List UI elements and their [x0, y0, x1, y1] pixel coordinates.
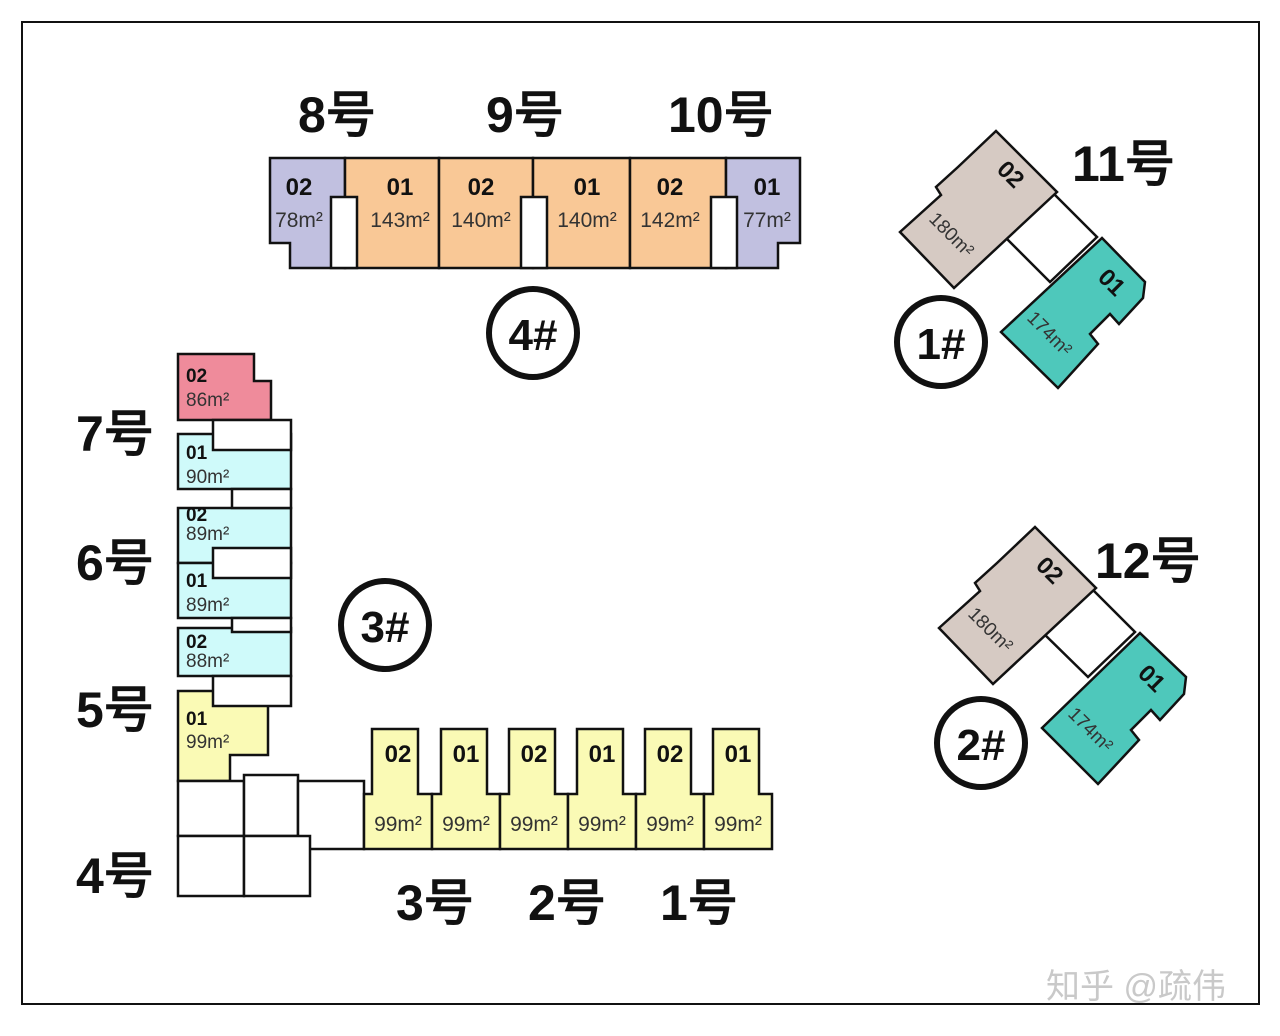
unit-2-01: [1040, 631, 1188, 786]
unit-area: 77m²: [743, 209, 791, 232]
stair-core: [230, 616, 293, 634]
unit-number: 02: [186, 505, 207, 526]
building-label-11hao: 11号: [1072, 136, 1175, 192]
corner-block: [242, 834, 312, 898]
corner-block: [242, 773, 300, 838]
building-label-9hao: 9号: [486, 87, 564, 143]
unit-number: 01: [589, 741, 616, 768]
building-1: 11号 02 180m² 01 174m² 1#: [894, 129, 1175, 390]
building-2: 12号 02 180m² 01 174m² 2#: [934, 525, 1201, 790]
unit-3-7hao-02: [176, 352, 273, 422]
unit-number: 01: [186, 571, 208, 592]
unit-area: 88m²: [186, 651, 229, 672]
building-badge-3: [338, 578, 432, 672]
unit-area: 89m²: [186, 524, 229, 545]
building-badge-label: 2#: [957, 721, 1006, 770]
building-label-8hao: 8号: [298, 87, 376, 143]
building-badge-label: 1#: [917, 320, 966, 369]
stair-core: [211, 674, 293, 708]
unit-number: 02: [657, 741, 684, 768]
building-3: 7号 6号 5号 4号 02 86m² 01 90m² 02 89m² 01 8…: [76, 352, 774, 931]
unit-number: 01: [387, 174, 414, 201]
unit-number: 01: [453, 741, 480, 768]
unit-area: 99m²: [578, 813, 626, 836]
unit-number: 02: [186, 632, 207, 653]
unit-number: 01: [574, 174, 601, 201]
building-label-6hao: 6号: [76, 535, 154, 591]
building-badge-1: [894, 295, 988, 389]
unit-1-02: [898, 129, 1059, 290]
corner-block: [176, 779, 246, 838]
unit-area: 99m²: [374, 813, 422, 836]
unit-area: 140m²: [451, 209, 511, 232]
unit-area: 99m²: [510, 813, 558, 836]
unit-4-2: [343, 156, 441, 270]
building-label-10hao: 10号: [668, 87, 774, 143]
unit-area: 142m²: [640, 209, 700, 232]
unit-area: 86m²: [186, 390, 229, 411]
building-badge-label: 4#: [509, 311, 558, 360]
building-label-4hao: 4号: [76, 848, 154, 904]
stair-core: [519, 195, 549, 270]
building-badge-2: [934, 696, 1028, 790]
building-label-2hao: 2号: [528, 875, 606, 931]
building-badge-4: [486, 286, 580, 380]
stair-core: [211, 546, 293, 580]
unit-number: 02: [468, 174, 495, 201]
unit-number: 02: [657, 174, 684, 201]
corner-block: [176, 834, 246, 898]
unit-area: 99m²: [186, 732, 229, 753]
unit-area: 90m²: [186, 467, 229, 488]
unit-1-01: [999, 236, 1147, 390]
unit-4-4: [531, 156, 632, 270]
building-label-3hao: 3号: [396, 875, 474, 931]
unit-number: 01: [725, 741, 752, 768]
building-label-7hao: 7号: [76, 406, 154, 462]
stair-core: [230, 487, 293, 510]
building-4: 8号 9号 10号 02 78m² 01 143m² 02 140m² 01 1…: [268, 87, 802, 380]
stair-core: [211, 418, 293, 452]
unit-number: 02: [521, 741, 548, 768]
stair-core: [329, 195, 359, 270]
unit-area: 99m²: [714, 813, 762, 836]
unit-number: 02: [186, 366, 207, 387]
unit-area: 78m²: [275, 209, 323, 232]
unit-area: 89m²: [186, 595, 229, 616]
unit-number: 01: [186, 443, 208, 464]
unit-4-3: [437, 156, 535, 270]
building-label-12hao: 12号: [1095, 533, 1201, 589]
building-label-1hao: 1号: [660, 875, 738, 931]
unit-area: 99m²: [442, 813, 490, 836]
unit-number: 02: [385, 741, 412, 768]
unit-number: 01: [754, 174, 781, 201]
building-badge-label: 3#: [361, 603, 410, 652]
watermark-text: 知乎 @疏伟: [1046, 968, 1226, 1006]
building-label-5hao: 5号: [76, 682, 154, 738]
unit-area: 140m²: [557, 209, 617, 232]
unit-2-02: [937, 525, 1098, 686]
unit-3-1hao-01: [702, 727, 774, 851]
unit-area: 143m²: [370, 209, 430, 232]
unit-number: 01: [186, 709, 208, 730]
stair-core: [709, 195, 739, 270]
unit-area: 99m²: [646, 813, 694, 836]
unit-number: 02: [286, 174, 313, 201]
